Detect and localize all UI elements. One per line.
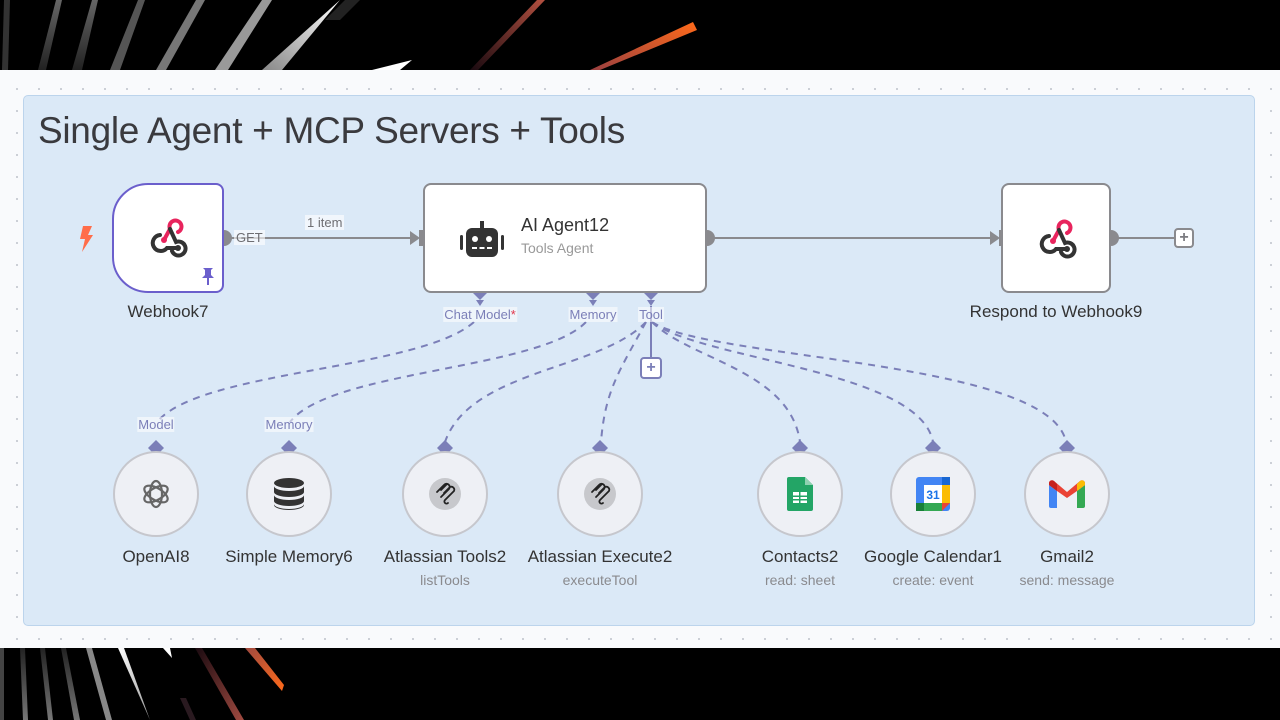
required-marker: * [510,307,516,322]
node-google-calendar-name: Google Calendar1 [864,547,1002,566]
node-contacts[interactable] [757,451,843,537]
subnode-port-label-memory: Memory [264,417,314,432]
node-ai-agent-subtitle: Tools Agent [521,240,594,256]
node-webhook-name: Webhook7 [127,302,209,321]
node-respond-to-webhook[interactable] [1001,183,1111,293]
webhook-output-label: GET [234,230,265,245]
sticky-note-title: Single Agent + MCP Servers + Tools [38,110,625,151]
node-gmail-name: Gmail2 [1040,547,1094,566]
node-atlassian-tools-name: Atlassian Tools2 [383,547,507,566]
decorative-banner-top [0,0,1280,70]
google-sheets-icon [787,477,813,511]
robot-icon [460,221,504,257]
add-node-button[interactable]: + [1174,228,1194,248]
connection-item-count: 1 item [305,215,345,230]
node-atlassian-execute[interactable] [557,451,643,537]
port-chat-model-arrow [476,300,484,306]
trigger-bolt-icon [80,226,93,252]
node-atlassian-tools[interactable] [402,451,488,537]
node-respond-name: Respond to Webhook9 [969,302,1143,321]
mcp-icon [584,478,616,510]
node-contacts-name: Contacts2 [761,547,839,566]
node-gmail[interactable] [1024,451,1110,537]
connection-tool-atlassian-execute[interactable] [600,321,647,443]
node-atlassian-execute-subtitle: executeTool [562,572,638,588]
decorative-streaks-bottom [0,648,284,720]
node-contacts-subtitle: read: sheet [764,572,836,588]
node-atlassian-execute-name: Atlassian Execute2 [527,547,673,566]
arrow-head [990,231,1000,245]
connection-tool-google-calendar[interactable] [651,321,934,443]
gmail-icon [1049,480,1085,508]
webhook-icon [1039,219,1077,259]
node-openai[interactable] [113,451,199,537]
connection-tool-gmail[interactable] [651,321,1067,443]
node-simple-memory-name: Simple Memory6 [225,547,353,566]
connection-tool-atlassian-tools[interactable] [444,321,647,443]
pin-icon[interactable] [200,267,216,285]
mcp-icon [429,478,461,510]
node-ai-agent-name: AI Agent12 [521,215,610,235]
port-label-chat-model: Chat Model* [443,307,517,322]
openai-icon [143,479,169,509]
node-simple-memory[interactable] [246,451,332,537]
node-openai-name: OpenAI8 [122,547,190,566]
port-label-text: Chat Model [444,307,511,322]
decorative-streaks-top [2,0,697,70]
node-google-calendar[interactable]: 31 [890,451,976,537]
node-ai-agent[interactable]: AI Agent12 Tools Agent [423,183,707,293]
workflow-canvas[interactable]: Single Agent + MCP Servers + Tools [0,70,1280,648]
node-gmail-subtitle: send: message [1019,572,1115,588]
subnode-port-label-model: Model [137,417,175,432]
node-google-calendar-subtitle: create: event [892,572,974,588]
webhook-icon [150,218,188,258]
port-tool-arrow [647,300,655,306]
arrow-head [410,231,420,245]
port-label-tool: Tool [638,307,664,322]
decorative-banner-bottom [0,648,1280,720]
port-label-memory: Memory [568,307,618,322]
port-memory-arrow [589,300,597,306]
add-tool-button[interactable]: + [640,357,662,379]
node-webhook[interactable] [112,183,224,293]
node-atlassian-tools-subtitle: listTools [420,572,470,588]
connection-chat-model-openai[interactable] [156,321,475,423]
google-calendar-icon: 31 [916,477,950,511]
database-icon [274,478,304,510]
connection-memory-simple-memory[interactable] [289,321,587,423]
calendar-day: 31 [926,488,940,502]
connection-tool-contacts[interactable] [651,321,801,443]
